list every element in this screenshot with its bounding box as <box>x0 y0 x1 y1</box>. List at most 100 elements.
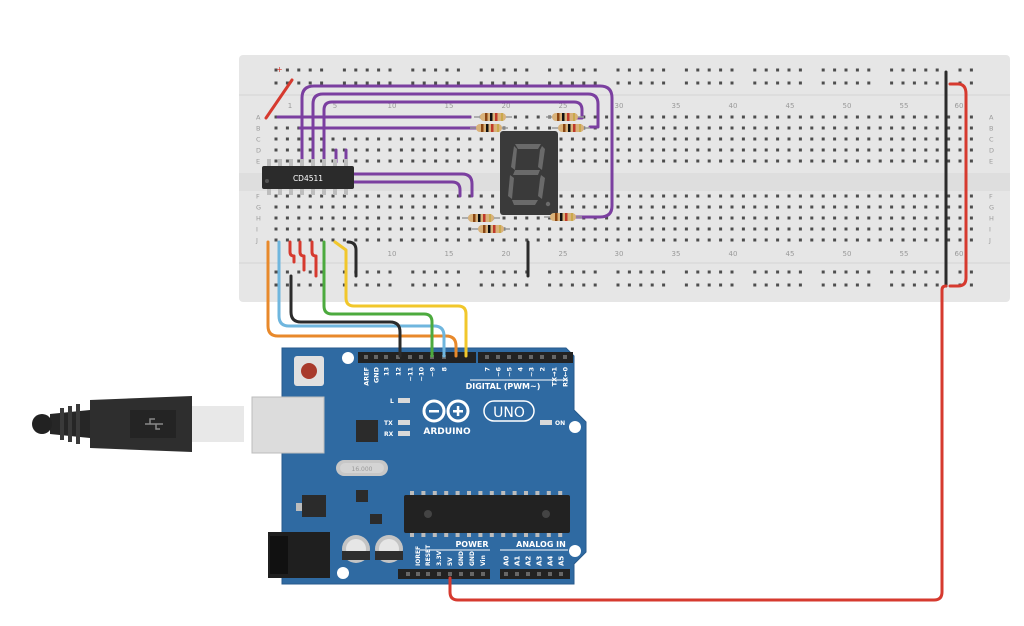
digital-pin-label: ~10 <box>418 367 426 382</box>
segment-b <box>538 146 545 170</box>
power-jack[interactable] <box>268 532 330 578</box>
reset-button[interactable] <box>294 356 324 386</box>
usb-controller-chip <box>356 420 378 442</box>
wire-red-short-1[interactable] <box>288 240 296 264</box>
power-pin-label: 5V <box>447 557 454 566</box>
column-number-bottom: 20 <box>502 250 511 258</box>
analog-label: ANALOG IN <box>516 540 566 549</box>
segment-e <box>508 175 514 199</box>
row-letter-right: D <box>989 147 994 155</box>
digital-pin-label: TX→1 <box>551 367 559 387</box>
wire-red-short-3[interactable] <box>310 240 318 278</box>
wire-purple-2[interactable] <box>311 92 600 164</box>
cd4511-chip[interactable]: CD4511 <box>262 159 354 195</box>
column-number-bottom: 10 <box>388 250 397 258</box>
resistor-5[interactable] <box>462 214 500 222</box>
digital-header-left <box>358 352 476 363</box>
column-number-top: 45 <box>786 102 795 110</box>
wire-yellow[interactable] <box>333 240 468 358</box>
column-number-top: 50 <box>843 102 852 110</box>
seven-segment-display[interactable]: 8 <box>0 0 558 215</box>
resistor-1[interactable] <box>474 113 512 121</box>
wire-red-rail-left[interactable] <box>264 78 294 120</box>
wire-black-short[interactable] <box>346 240 358 278</box>
digital-pin-label: 4 <box>517 367 525 372</box>
row-letter-left: C <box>256 136 261 144</box>
usb-connector[interactable] <box>32 396 325 454</box>
digital-pin-label: ~5 <box>506 367 514 377</box>
row-letter-right: F <box>989 193 993 201</box>
wire-orange[interactable] <box>266 240 458 358</box>
row-letter-left: J <box>255 237 258 245</box>
digital-pin-label: 13 <box>383 367 391 376</box>
display-segments <box>508 144 551 207</box>
purple-wires <box>276 84 614 219</box>
segment-g <box>513 170 540 175</box>
column-number-bottom: 55 <box>900 250 909 258</box>
transistor <box>370 514 382 524</box>
wire-red-5v[interactable] <box>448 284 948 602</box>
row-letter-left: E <box>256 158 260 166</box>
column-number-top: 10 <box>388 102 397 110</box>
voltage-regulator <box>302 495 326 517</box>
row-letter-left: A <box>256 114 261 122</box>
row-letter-right: H <box>989 215 994 223</box>
wire-black-gnd[interactable] <box>289 274 402 358</box>
segment-a <box>515 144 541 149</box>
row-letter-left: H <box>256 215 261 223</box>
resistor-3[interactable] <box>546 113 584 121</box>
wire-purple-6[interactable] <box>352 172 474 198</box>
mount-hole-4 <box>337 567 349 579</box>
wire-light-blue[interactable] <box>277 240 446 358</box>
analog-pin-label: A4 <box>547 556 555 566</box>
resistor-6[interactable] <box>472 225 510 233</box>
led-rx-label: RX <box>384 431 394 438</box>
led-l-label: L <box>390 398 394 405</box>
column-number-top: 1 <box>288 102 292 110</box>
row-letter-right: I <box>989 226 991 234</box>
column-number-top: 30 <box>615 102 624 110</box>
column-number-top: 55 <box>900 102 909 110</box>
small-ic <box>356 490 368 502</box>
row-letter-right: B <box>989 125 993 133</box>
wire-purple-7[interactable] <box>352 180 462 198</box>
digital-pin-label: AREF <box>363 367 371 386</box>
wire-red-short-2[interactable] <box>298 240 306 272</box>
digital-pin-label: GND <box>373 366 381 383</box>
wire-purple-3[interactable] <box>322 100 584 164</box>
row-letter-right: C <box>989 136 994 144</box>
row-letter-left: B <box>256 125 260 133</box>
row-letter-left: D <box>256 147 261 155</box>
resistor-2[interactable] <box>470 124 508 132</box>
wire-green[interactable] <box>322 240 434 358</box>
wire-purple-1[interactable] <box>300 84 614 219</box>
column-number-top: 15 <box>445 102 454 110</box>
resistor-7[interactable] <box>544 213 582 221</box>
uno-badge <box>483 400 535 422</box>
digital-pin-label: 7 <box>484 367 492 372</box>
breadboard-wires <box>264 70 968 288</box>
column-number-bottom: 50 <box>843 250 852 258</box>
mount-hole-3 <box>569 545 581 557</box>
resistor-4[interactable] <box>552 124 590 132</box>
column-number-top: 20 <box>502 102 511 110</box>
row-letter-right: A <box>989 114 994 122</box>
digital-pin-label: ~9 <box>429 367 437 377</box>
usb-port <box>251 396 325 454</box>
power-pin-label: IOREF <box>415 546 422 566</box>
breadboard-center-channel <box>239 173 1010 191</box>
rail-plus-sign: + <box>276 65 283 74</box>
column-number-top: 35 <box>672 102 681 110</box>
wire-red-rail-right[interactable] <box>948 82 968 288</box>
led-tx-label: TX <box>384 420 393 427</box>
power-pin-label: 3.3V <box>436 550 443 566</box>
led-on-label: ON <box>555 420 565 427</box>
onboard-leds: L TX RX ON <box>384 398 565 438</box>
digital-pin-label: 2 <box>539 367 547 372</box>
atmega-chip <box>404 491 570 537</box>
digital-pin-label: 8 <box>441 367 449 372</box>
